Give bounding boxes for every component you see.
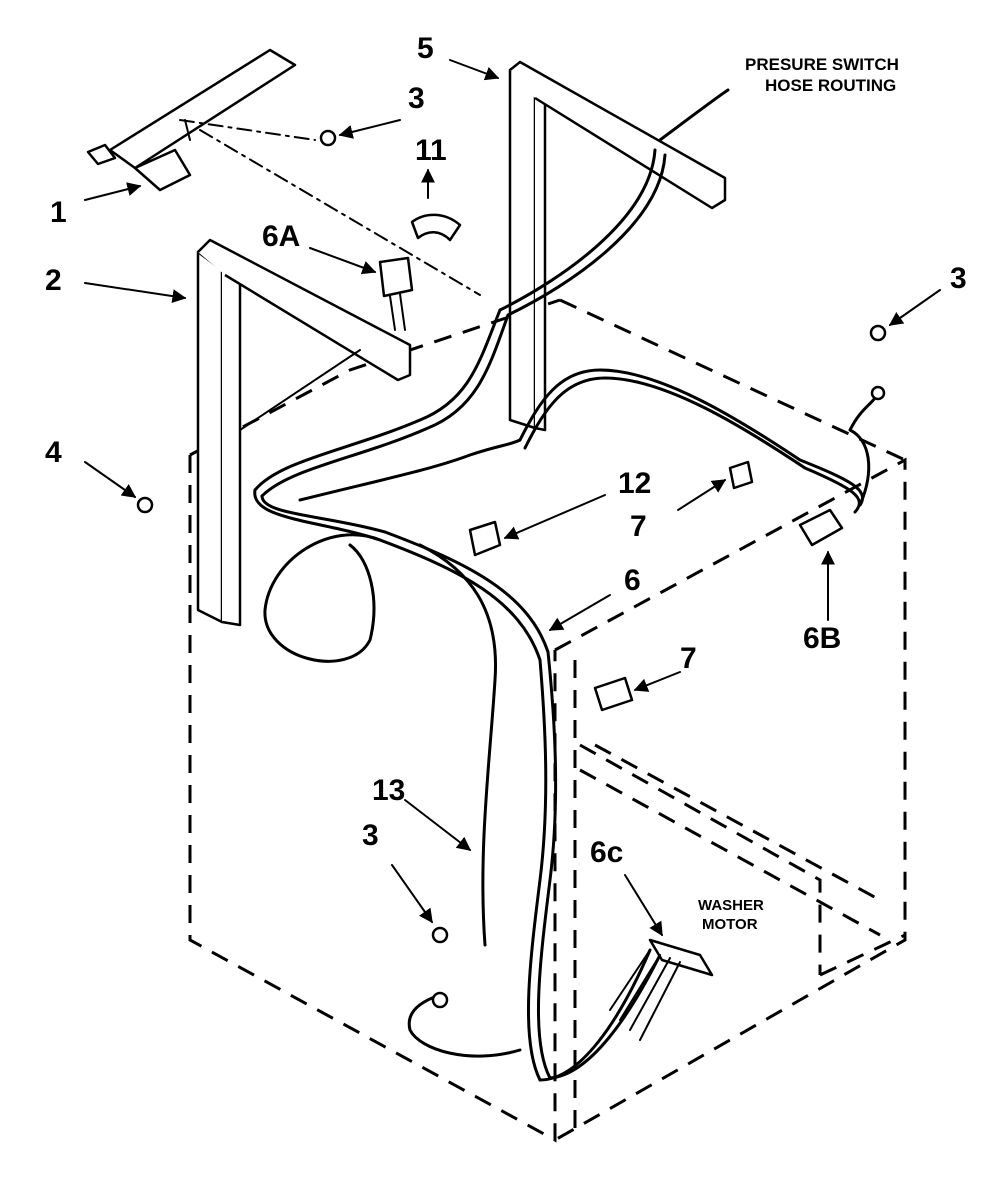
- connector-6b: [798, 508, 844, 547]
- callout-2: 2: [45, 264, 62, 297]
- callout-7-lower: 7: [680, 642, 697, 675]
- callout-1: 1: [50, 196, 67, 229]
- callout-4: 4: [45, 436, 62, 469]
- wire-harness: [253, 88, 877, 1082]
- note-motor: MOTOR: [702, 916, 758, 933]
- callout-3-top: 3: [408, 82, 425, 115]
- part-1-bracket: [86, 48, 297, 192]
- callout-7-upper: 7: [630, 510, 647, 543]
- note-pressure-switch: PRESURE SWITCH: [745, 55, 899, 74]
- small-parts: [136, 129, 887, 1009]
- note-washer: WASHER: [698, 897, 764, 914]
- connector-6a: [378, 256, 414, 331]
- callout-11: 11: [415, 134, 447, 167]
- callout-13: 13: [372, 774, 405, 807]
- callout-6a: 6A: [262, 220, 300, 253]
- callout-5: 5: [417, 32, 434, 65]
- callout-6c: 6c: [590, 836, 623, 869]
- cabinet-outline: [188, 298, 907, 1143]
- callout-3-bottom: 3: [362, 819, 379, 852]
- connector-6c: [609, 938, 714, 1041]
- callout-6: 6: [624, 564, 641, 597]
- callout-3-right: 3: [950, 262, 967, 295]
- note-hose-routing: HOSE ROUTING: [765, 76, 896, 95]
- part-13-tube: [418, 543, 498, 947]
- callout-6b: 6B: [803, 622, 841, 655]
- leader-arrows: [84, 59, 941, 937]
- part-2-left-frame: [196, 238, 412, 627]
- part-5-right-frame: [508, 60, 727, 432]
- callout-12: 12: [618, 467, 651, 500]
